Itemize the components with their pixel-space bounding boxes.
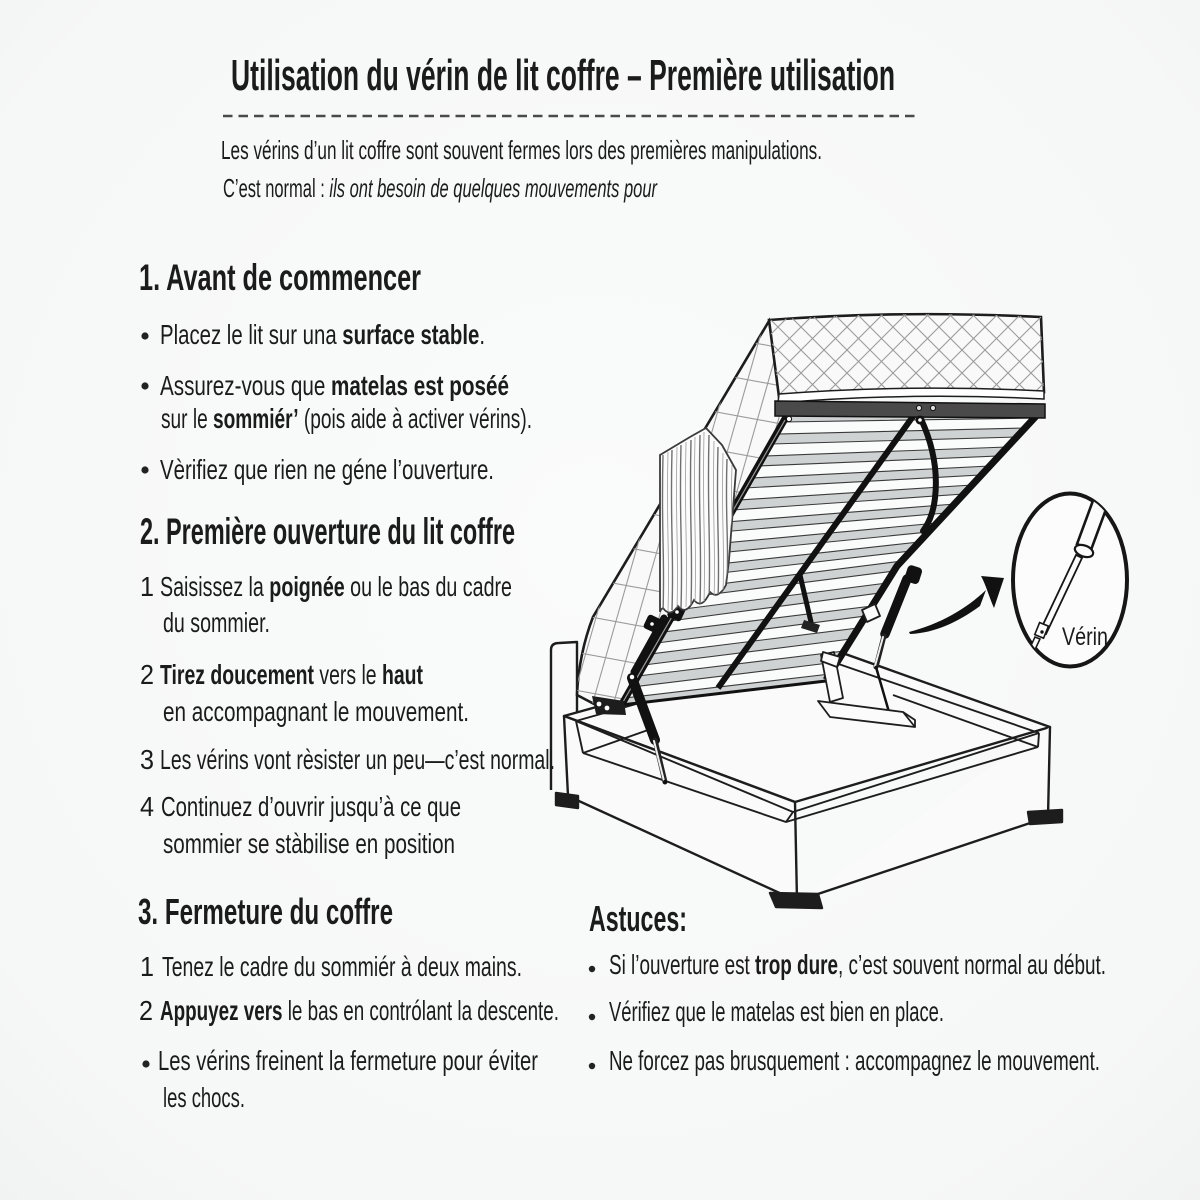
- svg-text:Vérifiez que le matelas est bi: Vérifiez que le matelas est bien en plac…: [609, 996, 944, 1027]
- svg-text:Tirez doucement vers le haut: Tirez doucement vers le haut: [160, 659, 423, 690]
- svg-text:Saisissez la poignée ou le bas: Saisissez la poignée ou le bas du cadre: [160, 571, 512, 602]
- svg-text:3. Fermeture du coffre: 3. Fermeture du coffre: [138, 891, 393, 932]
- svg-text:2: 2: [139, 995, 153, 1026]
- svg-text:4: 4: [140, 791, 154, 822]
- svg-text:Tenez le cadre du sommiér à de: Tenez le cadre du sommiér à deux mains.: [162, 951, 522, 982]
- svg-text:2. Première ouverture du lit c: 2. Première ouverture du lit coffre: [140, 511, 515, 552]
- svg-text:3: 3: [140, 744, 154, 775]
- svg-text:Astuces:: Astuces:: [589, 898, 687, 939]
- svg-text:Utilisation du vérin de lit co: Utilisation du vérin de lit coffre – Pre…: [231, 51, 895, 100]
- svg-text:Les vérins d’un lit coffre son: Les vérins d’un lit coffre sont souvent …: [221, 135, 822, 165]
- svg-text:Ne forcez pas brusquement : ac: Ne forcez pas brusquement : accompagnez …: [609, 1045, 1100, 1076]
- svg-text:Les vérins vont rèsister un pe: Les vérins vont rèsister un peu—c’est no…: [160, 744, 555, 775]
- svg-text:Placez le lit sur una surface: Placez le lit sur una surface stable.: [160, 319, 485, 350]
- svg-text:Vérin: Vérin: [1062, 623, 1108, 651]
- svg-text:Les vérins freinent la fermetu: Les vérins freinent la fermeture pour év…: [158, 1045, 538, 1076]
- svg-text:C’est normal : ils ont besoin: C’est normal : ils ont besoin de quelque…: [223, 173, 658, 203]
- svg-text:Appuyez vers le bas en contról: Appuyez vers le bas en contrólant la des…: [160, 995, 559, 1026]
- svg-text:Vèrifiez que rien ne géne l’ou: Vèrifiez que rien ne géne l’ouverture.: [160, 454, 494, 485]
- svg-text:Continuez d’ouvrir jusqu’à ce: Continuez d’ouvrir jusqu’à ce que: [161, 791, 461, 822]
- svg-text:sur le sommiér’ (pois aide à a: sur le sommiér’ (pois aide à activer vér…: [161, 403, 532, 434]
- svg-text:1: 1: [140, 951, 154, 982]
- svg-text:1. Avant de commencer: 1. Avant de commencer: [139, 257, 421, 298]
- svg-text:en accompagnant le mouvement.: en accompagnant le mouvement.: [163, 696, 469, 727]
- svg-text:Si l’ouverture est trop dure,: Si l’ouverture est trop dure, c’est souv…: [609, 949, 1106, 980]
- svg-text:2: 2: [140, 659, 154, 690]
- svg-text:1: 1: [140, 571, 154, 602]
- svg-text:Assurez-vous que matelas est p: Assurez-vous que matelas est poséé: [160, 370, 509, 401]
- svg-text:sommier se stàbilise en positi: sommier se stàbilise en position: [163, 828, 455, 859]
- svg-text:du sommier.: du sommier.: [163, 607, 270, 638]
- svg-text:les chocs.: les chocs.: [163, 1082, 245, 1113]
